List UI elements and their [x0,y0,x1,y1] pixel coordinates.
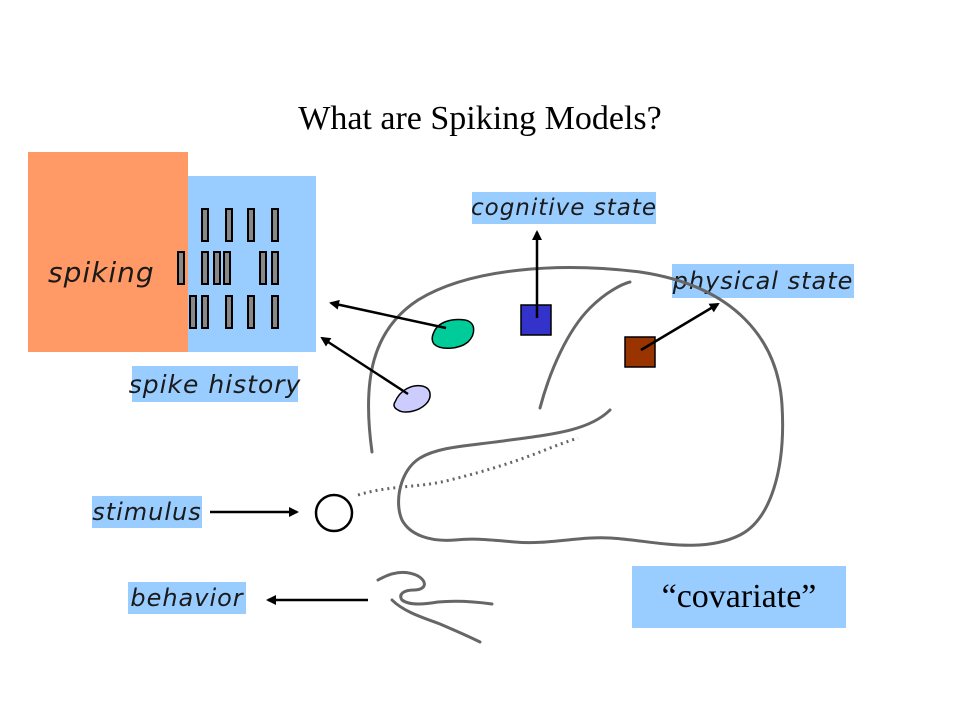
spike-history-label: spike history [129,366,300,402]
spike-bar [225,208,233,242]
spike-bar [247,295,255,329]
covariate-label: “covariate” [632,566,846,628]
physical-state-label: physical state [672,264,854,298]
arrow-to-physical-state [640,302,720,352]
stimulus-label: stimulus [92,496,202,528]
spike-bar [223,251,231,285]
slide-title: What are Spiking Models? [298,100,662,137]
cognitive-state-label: cognitive state [471,192,656,224]
spike-bar [201,295,209,329]
brain-outline [366,266,785,547]
spiking-label: spiking [48,256,155,289]
eye-icon [314,493,354,533]
central-sulcus [538,280,632,410]
spike-bar [271,295,279,329]
spike-bar [271,208,279,242]
spiking-panel [28,152,188,352]
spike-bar [201,208,209,242]
optic-pathway [357,436,579,497]
spike-bar [201,251,209,285]
spike-bar [259,251,267,285]
spike-bar [177,251,185,285]
spike-bar [225,295,233,329]
arrow-to-spike-history [320,336,409,396]
brain-outer [366,266,785,547]
spike-bar [213,251,221,285]
spike-bar [271,251,279,285]
green-region [431,318,475,349]
arrow-to-spiking [329,299,447,330]
spike-bar [189,295,197,329]
behavior-label: behavior [128,582,246,614]
brown-region [624,336,656,368]
spike-bar [247,208,255,242]
hand-icon [376,571,494,644]
spike-raster [177,208,279,329]
